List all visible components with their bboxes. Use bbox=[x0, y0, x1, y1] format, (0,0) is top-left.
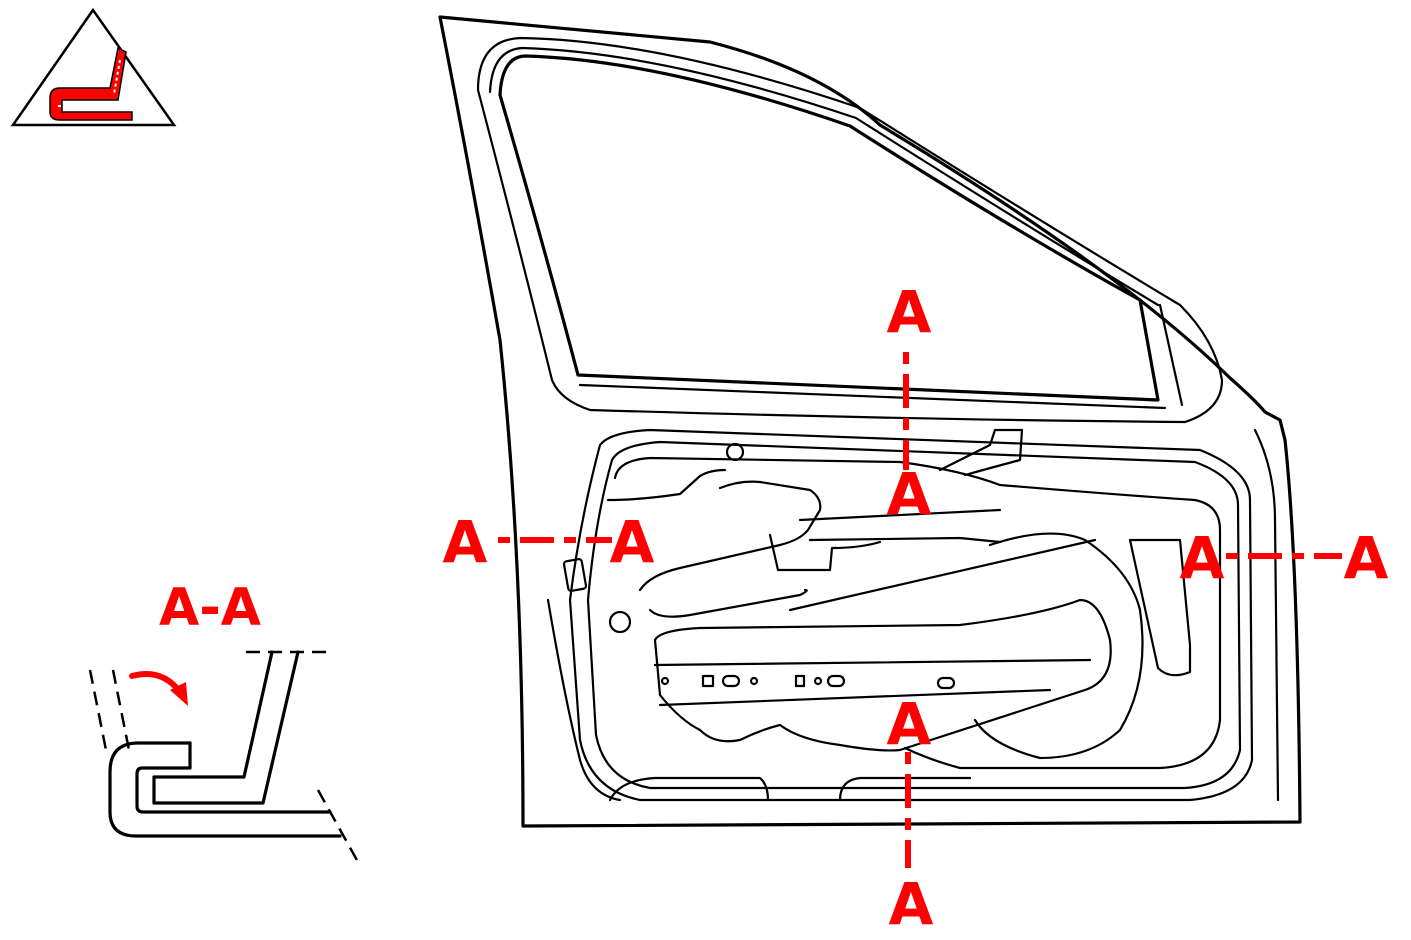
cut-label-top-upper: A bbox=[887, 278, 932, 346]
cut-label-bottom-upper: A bbox=[887, 690, 932, 758]
cut-label-left-right: A bbox=[610, 508, 655, 576]
cut-labels: A A A A A A A A bbox=[443, 278, 1389, 938]
door-inner-panel bbox=[438, 15, 1302, 828]
cut-label-left-left: A bbox=[443, 508, 488, 576]
cut-label-right-left: A bbox=[1180, 524, 1225, 592]
cut-label-bottom-lower: A bbox=[889, 870, 934, 938]
cut-label-top-lower: A bbox=[887, 460, 932, 528]
cut-lines bbox=[498, 352, 1342, 868]
fold-arrow-icon bbox=[129, 671, 188, 706]
hem-flange-triangle-icon bbox=[10, 7, 177, 127]
cut-label-right-right: A bbox=[1344, 524, 1389, 592]
section-detail: A-A bbox=[88, 578, 360, 863]
section-title: A-A bbox=[159, 578, 261, 638]
